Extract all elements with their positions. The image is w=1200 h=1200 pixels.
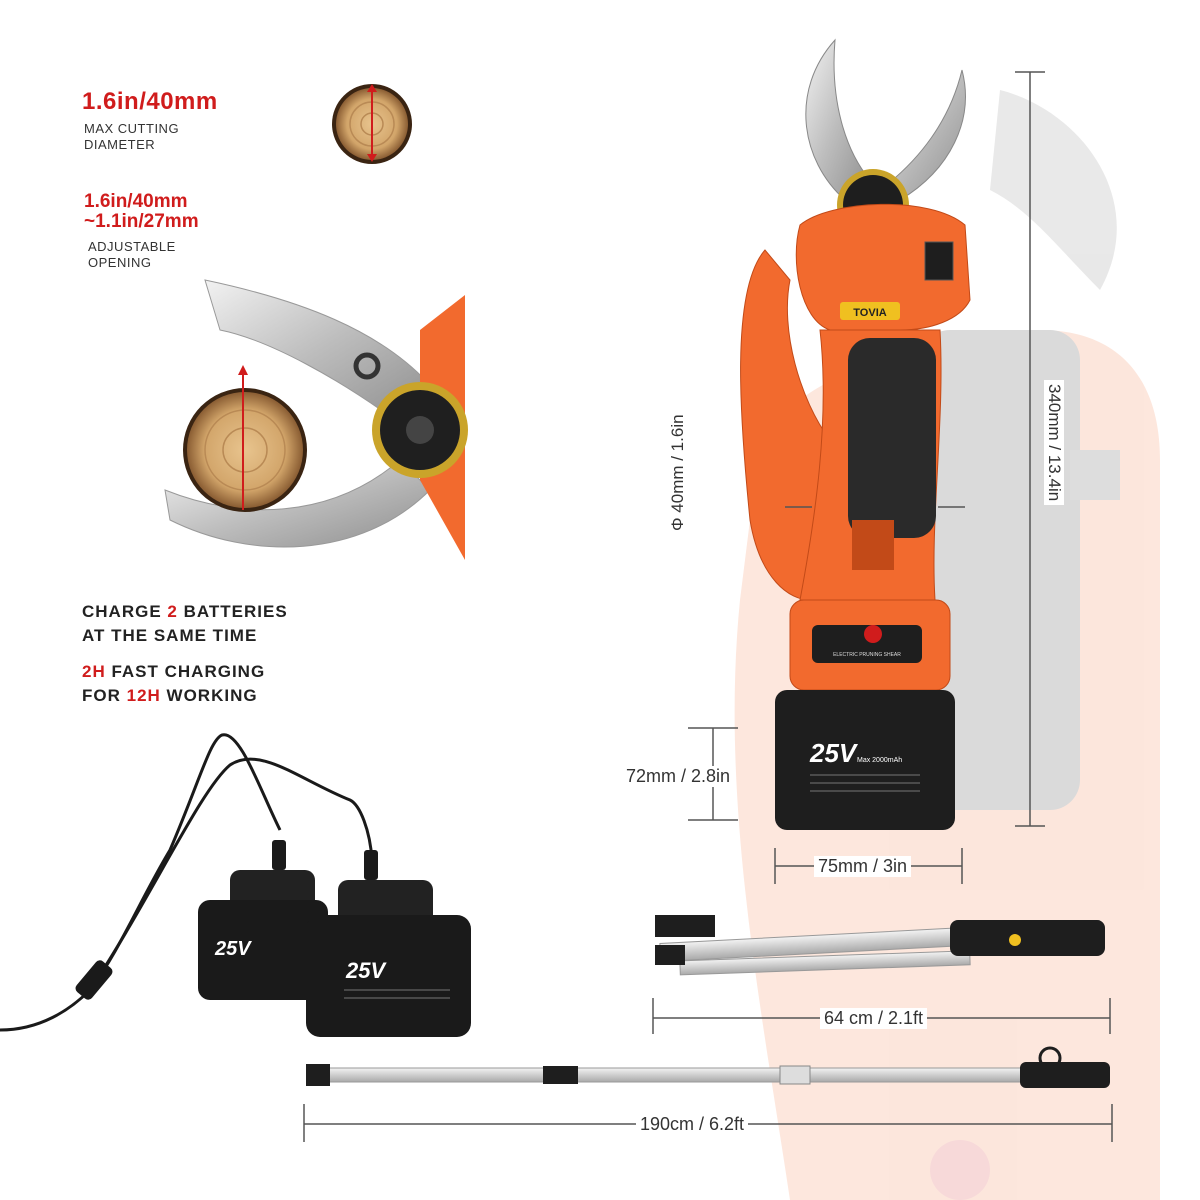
opening-value-line2: ~1.1in/27mm bbox=[84, 211, 199, 232]
opening-label-line2: OPENING bbox=[88, 255, 152, 270]
dim-battery-width: 75mm / 3in bbox=[814, 856, 912, 877]
dim-pole-long: 190cm / 6.2ft bbox=[636, 1114, 749, 1135]
wood-disc-small bbox=[332, 84, 412, 164]
pole-folded bbox=[655, 915, 1105, 976]
spare-battery-1-voltage: 25V bbox=[214, 938, 252, 960]
blade-closeup bbox=[164, 279, 468, 560]
opening-label-line1: ADJUSTABLE bbox=[88, 239, 176, 254]
charging-line2: AT THE SAME TIME bbox=[82, 626, 258, 645]
charger-cable bbox=[0, 733, 378, 1032]
opening-value: 1.6in/40mm ~1.1in/27mm bbox=[84, 192, 199, 232]
brand-logo: TOVIA bbox=[853, 307, 886, 319]
panel-label: ELECTRIC PRUNING SHEAR bbox=[833, 652, 901, 658]
max-cut-label-line2: DIAMETER bbox=[84, 137, 156, 152]
spare-battery-2-voltage: 25V bbox=[345, 958, 387, 983]
opening-label: ADJUSTABLE OPENING bbox=[88, 239, 176, 271]
charging-info: CHARGE 2 BATTERIES AT THE SAME TIME 2H F… bbox=[82, 600, 288, 708]
battery-capacity: Max 2000mAh bbox=[857, 757, 902, 764]
dim-pole-short: 64 cm / 2.1ft bbox=[820, 1008, 928, 1029]
pole-extended bbox=[306, 1046, 1110, 1088]
max-cut-label: MAX CUTTING DIAMETER bbox=[84, 121, 179, 153]
dim-battery-height: 72mm / 2.8in bbox=[622, 766, 735, 787]
charging-line1: CHARGE 2 BATTERIES bbox=[82, 602, 288, 621]
charging-line4: FOR 12H WORKING bbox=[82, 686, 258, 705]
dim-height: 340mm / 13.4in bbox=[1044, 380, 1064, 506]
max-cut-value: 1.6in/40mm bbox=[82, 88, 218, 115]
spare-battery-1: 25V bbox=[198, 870, 328, 1000]
wood-disc-large bbox=[183, 365, 307, 512]
pruning-shear: TOVIA ELECTRIC PRUNING SHEAR 25V Max 200… bbox=[740, 38, 971, 830]
opening-value-line1: 1.6in/40mm bbox=[84, 191, 188, 212]
battery-voltage: 25V bbox=[809, 738, 859, 768]
max-cut-label-line1: MAX CUTTING bbox=[84, 121, 180, 136]
charging-line3: 2H FAST CHARGING bbox=[82, 662, 266, 681]
dim-grip-diameter: Φ 40mm / 1.6in bbox=[668, 410, 688, 535]
spare-battery-2: 25V bbox=[306, 880, 471, 1037]
